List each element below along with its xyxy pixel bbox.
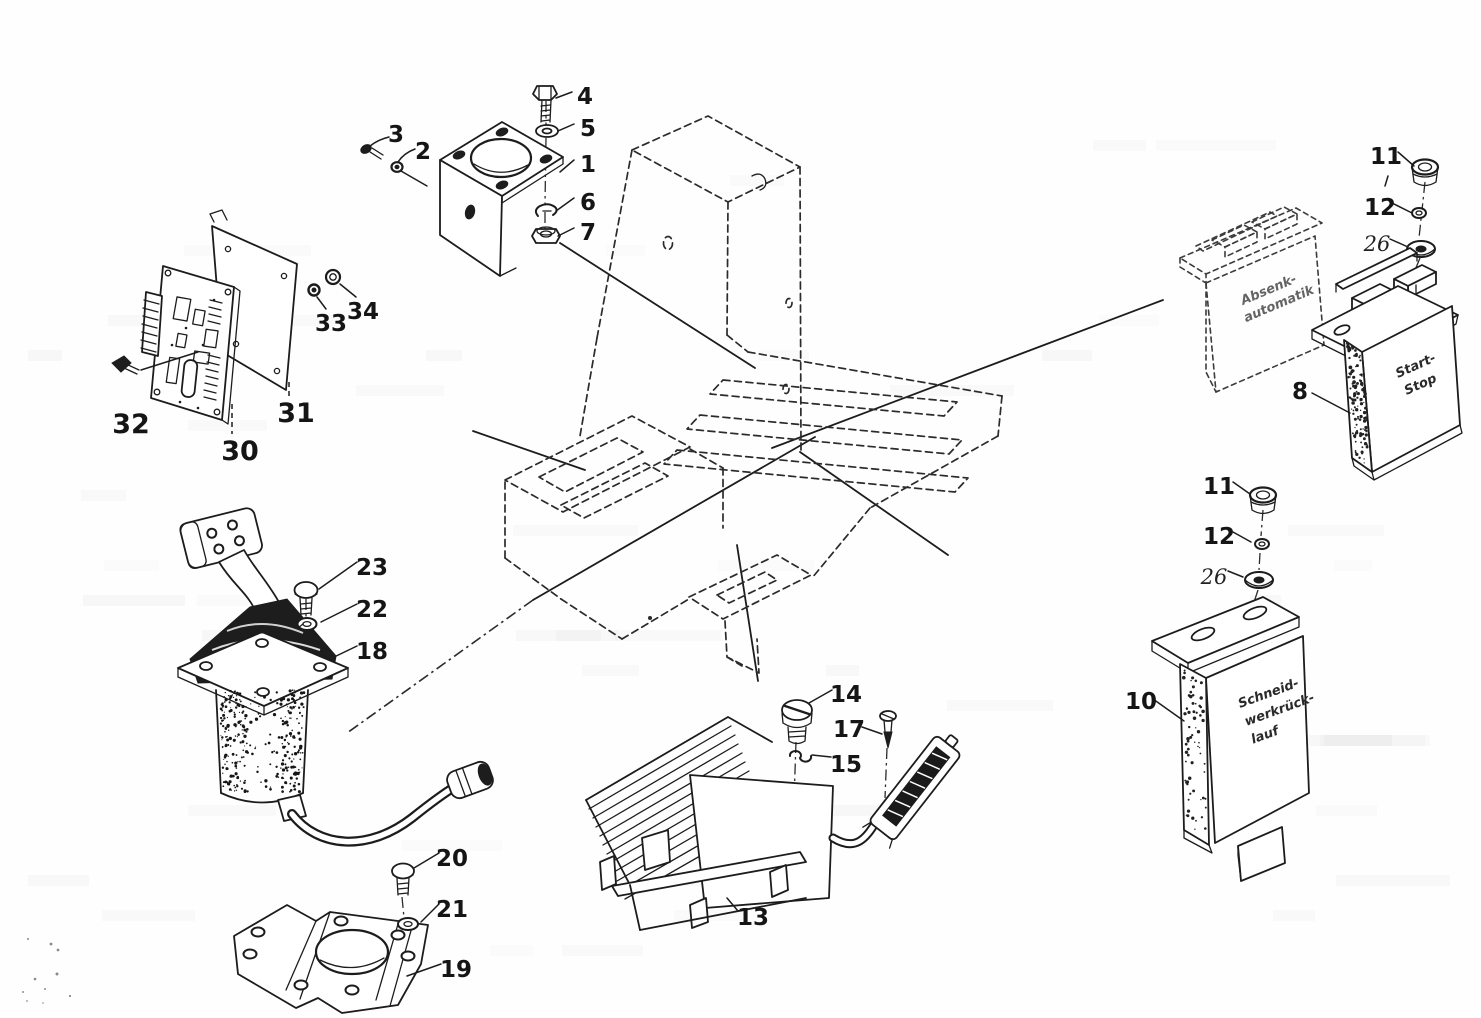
callout-21: 21 [436, 897, 468, 923]
mounting-bracket-assembly [360, 85, 564, 277]
callout-17: 17 [833, 717, 865, 743]
washer-22 [296, 617, 318, 631]
start-stop-switch: Start- Stop [1311, 158, 1463, 481]
assembly-leader-lines [346, 242, 1164, 734]
callout-15: 15 [830, 752, 862, 778]
callout-30: 30 [221, 436, 259, 467]
callout-13: 13 [737, 905, 769, 931]
base-plate-assembly [233, 862, 429, 1014]
lock-washer-6 [534, 203, 558, 217]
screw-14 [781, 699, 813, 745]
washer-12b [1254, 538, 1270, 550]
switch-side-texture [1182, 669, 1207, 830]
screw-4 [532, 85, 558, 123]
callout-26a: 26 [1363, 232, 1391, 256]
schneidwerk-switch: Schneid- werkrück- lauf [1151, 486, 1317, 882]
pcb-30 [140, 265, 241, 425]
joystick-body-texture [219, 689, 306, 794]
callout-31: 31 [277, 398, 315, 429]
callout-26b: 26 [1200, 565, 1228, 589]
callout-19: 19 [440, 957, 472, 983]
callout-numbers: 4 5 1 3 2 6 7 30 31 32 33 34 23 22 18 20… [112, 84, 1402, 983]
callout-14: 14 [830, 682, 862, 708]
circuit-board-assembly [111, 209, 357, 434]
control-unit-13 [585, 716, 834, 931]
callout-4: 4 [577, 84, 593, 110]
switch-terminal-tab [1237, 826, 1286, 882]
grommet-11b [1248, 486, 1278, 515]
callout-11b: 11 [1203, 474, 1235, 500]
nut-2 [390, 161, 404, 173]
absenk-switch-ghost: Absenk- automatik [1179, 206, 1325, 393]
ghost-print-texture [22, 938, 72, 1004]
washer-12a [1411, 207, 1427, 219]
nut-34 [324, 268, 342, 286]
screw-32 [111, 355, 140, 375]
console-frame [504, 115, 1003, 674]
callout-leaders [318, 91, 1415, 977]
callout-8: 8 [1292, 379, 1308, 405]
callout-5: 5 [580, 116, 596, 142]
absenk-switch-label: Absenk- automatik [1238, 272, 1318, 326]
callout-12a: 12 [1364, 195, 1396, 221]
callout-7: 7 [580, 220, 596, 246]
washer-5 [535, 124, 559, 138]
washer-21 [397, 917, 419, 931]
callout-22: 22 [356, 597, 388, 623]
callout-1: 1 [580, 152, 596, 178]
callout-20: 20 [436, 846, 468, 872]
joystick-assembly [177, 507, 494, 847]
callout-12b: 12 [1203, 524, 1235, 550]
screw-20 [391, 862, 415, 896]
callout-10: 10 [1125, 689, 1157, 715]
callout-11a: 11 [1370, 144, 1402, 170]
washer-26b [1244, 571, 1274, 589]
callout-32: 32 [112, 409, 150, 440]
switch-body-10 [1205, 635, 1310, 844]
callout-33: 33 [315, 311, 347, 337]
callout-34: 34 [347, 299, 379, 325]
screw-17 [879, 710, 897, 749]
control-unit-assembly [585, 699, 961, 931]
callout-18: 18 [356, 639, 388, 665]
nut-7 [531, 226, 561, 244]
callout-2: 2 [415, 139, 431, 165]
callout-3: 3 [388, 122, 404, 148]
grommet-11a [1410, 158, 1440, 187]
washer-33 [307, 283, 321, 297]
clip-15 [788, 749, 813, 763]
screw-23 [293, 581, 319, 616]
control-unit-connector [862, 734, 961, 849]
callout-6: 6 [580, 190, 596, 216]
switch-side-texture [1345, 342, 1369, 464]
callout-23: 23 [356, 555, 388, 581]
cable-connector [446, 760, 494, 800]
